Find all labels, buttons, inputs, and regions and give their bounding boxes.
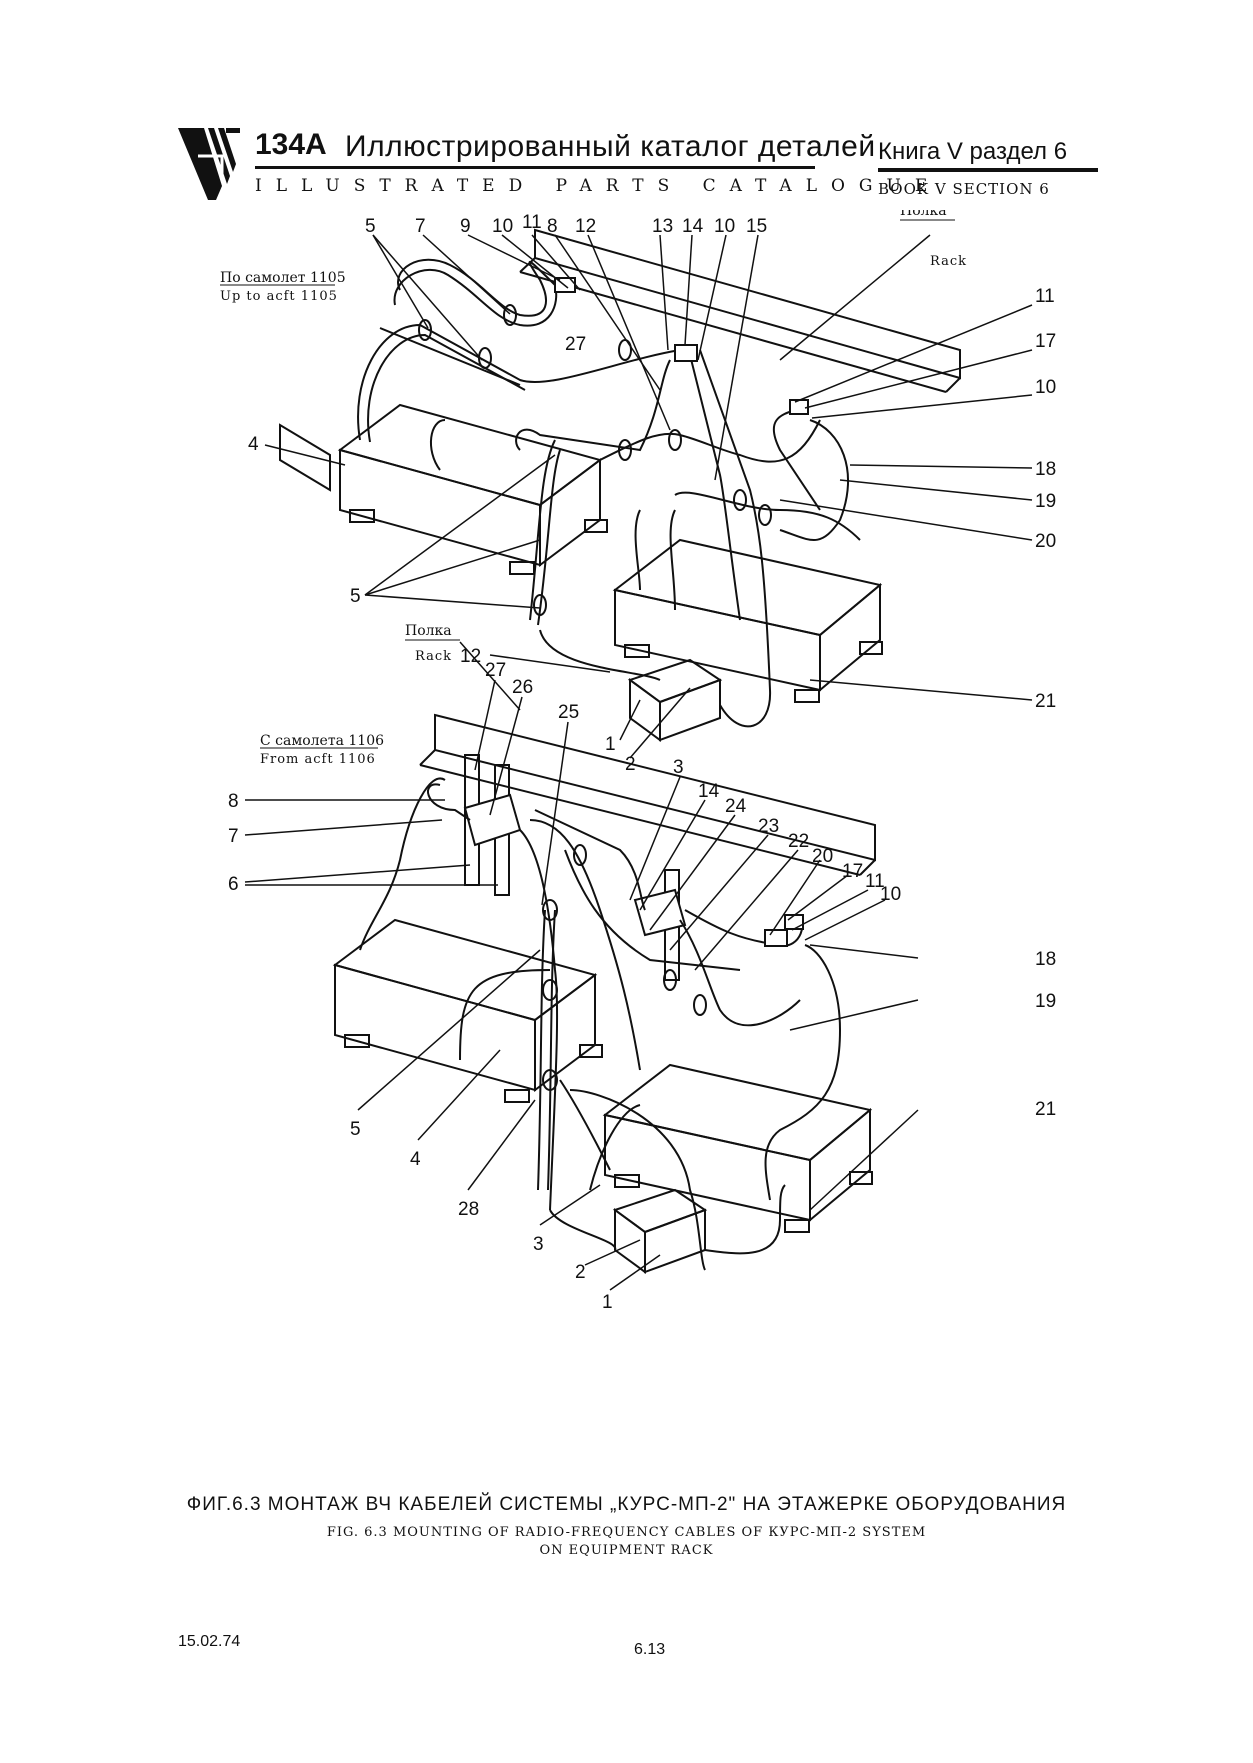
top-note-en: Up to acft 1105 xyxy=(220,289,338,304)
callout-bottom-18: 18 xyxy=(1035,949,1056,970)
top-left-equipment-block xyxy=(279,403,608,575)
figure-caption-en-line2: ON EQUIPMENT RACK xyxy=(539,1543,714,1558)
callout-top-4: 4 xyxy=(248,434,259,455)
callout-bottom-24: 24 xyxy=(725,796,747,817)
top-note-ru: По самолет 1105 xyxy=(220,270,346,286)
callout-top-10b: 10 xyxy=(714,216,735,237)
manufacturer-logo xyxy=(178,128,240,200)
figure-caption-ru: ФИГ.6.3 МОНТАЖ ВЧ КАБЕЛЕЙ СИСТЕМЫ „КУРС-… xyxy=(186,1494,1067,1515)
callout-bottom-8: 8 xyxy=(228,791,239,812)
callout-bottom-2: 2 xyxy=(575,1262,586,1283)
catalog-title-ru: Иллюстрированный каталог деталей xyxy=(345,130,876,163)
revision-date: 15.02.74 xyxy=(178,1633,241,1650)
bottom-note-en: From acft 1106 xyxy=(260,752,376,767)
top-rack-label-ru: Полка xyxy=(900,210,947,219)
book-rule xyxy=(878,168,1098,172)
callout-top-14: 14 xyxy=(682,216,704,237)
bottom-rack-label-ru: Полка xyxy=(405,623,452,639)
top-rack-shelf xyxy=(519,228,961,393)
catalog-title-en: ILLUSTRATED PARTS CATALOGUE xyxy=(255,176,942,196)
callout-bottom-22: 22 xyxy=(788,831,809,852)
callout-top-19: 19 xyxy=(1035,491,1056,512)
callout-bottom-28: 28 xyxy=(458,1199,479,1220)
callout-bottom-14: 14 xyxy=(698,781,720,802)
bottom-note-ru: С самолета 1106 xyxy=(260,733,384,749)
callout-bottom-10: 10 xyxy=(880,884,901,905)
callout-top-8: 8 xyxy=(547,216,558,237)
callout-top-11a: 11 xyxy=(522,212,542,233)
callout-top-9: 9 xyxy=(460,216,471,237)
callout-bottom-3b: 3 xyxy=(533,1234,544,1255)
callout-top-2: 2 xyxy=(625,754,636,775)
parts-illustration: 5 7 9 10 11 8 12 13 14 10 15 27 11 17 10… xyxy=(220,210,1056,1313)
bottom-connector-box xyxy=(612,1188,708,1274)
callout-bottom-27: 27 xyxy=(485,660,506,681)
callout-bottom-19: 19 xyxy=(1035,991,1056,1012)
header-rule xyxy=(255,166,815,169)
top-right-equipment-block xyxy=(612,538,883,703)
book-section-ru: Книга V раздел 6 xyxy=(878,138,1068,165)
callout-top-5b: 5 xyxy=(350,586,361,607)
callout-top-12a: 12 xyxy=(575,216,596,237)
callout-bottom-25: 25 xyxy=(558,702,579,723)
callout-bottom-23: 23 xyxy=(758,816,779,837)
callout-top-13: 13 xyxy=(652,216,673,237)
bottom-rack-shelf xyxy=(419,713,876,876)
aircraft-model: 134A xyxy=(255,128,327,161)
callout-top-1: 1 xyxy=(605,734,616,755)
callout-top-5a: 5 xyxy=(365,216,376,237)
callout-bottom-4: 4 xyxy=(410,1149,421,1170)
page-number: 6.13 xyxy=(634,1641,666,1658)
callout-top-10c: 10 xyxy=(1035,377,1056,398)
callout-bottom-1: 1 xyxy=(602,1292,613,1313)
top-connector-box xyxy=(627,658,723,742)
callout-top-15: 15 xyxy=(746,216,767,237)
callout-bottom-17: 17 xyxy=(842,861,863,882)
callout-top-12b: 12 xyxy=(460,646,481,667)
callout-top-10a: 10 xyxy=(492,216,513,237)
callout-top-27: 27 xyxy=(565,334,586,355)
callout-bottom-20: 20 xyxy=(812,846,833,867)
figure-caption-en-line1: FIG. 6.3 MOUNTING OF RADIO-FREQUENCY CAB… xyxy=(326,1525,927,1540)
callout-top-21: 21 xyxy=(1035,691,1056,712)
bottom-rack-label-en: Rack xyxy=(415,649,452,664)
callout-top-18: 18 xyxy=(1035,459,1056,480)
callout-bottom-26: 26 xyxy=(512,677,533,698)
callout-bottom-6: 6 xyxy=(228,874,239,895)
bottom-left-equipment-block xyxy=(332,918,603,1103)
bottom-right-equipment-block xyxy=(602,1063,873,1233)
callout-bottom-7: 7 xyxy=(228,826,239,847)
callout-top-7: 7 xyxy=(415,216,426,237)
callout-bottom-11: 11 xyxy=(865,871,885,892)
book-section-en: BOOK V SECTION 6 xyxy=(878,180,1050,198)
callout-bottom-21: 21 xyxy=(1035,1099,1056,1120)
top-rack-label-en: Rack xyxy=(930,254,967,269)
callout-top-20: 20 xyxy=(1035,531,1056,552)
callout-bottom-3a: 3 xyxy=(673,757,684,778)
callout-top-11b: 11 xyxy=(1035,286,1055,307)
callout-top-17: 17 xyxy=(1035,331,1056,352)
callout-bottom-5: 5 xyxy=(350,1119,361,1140)
